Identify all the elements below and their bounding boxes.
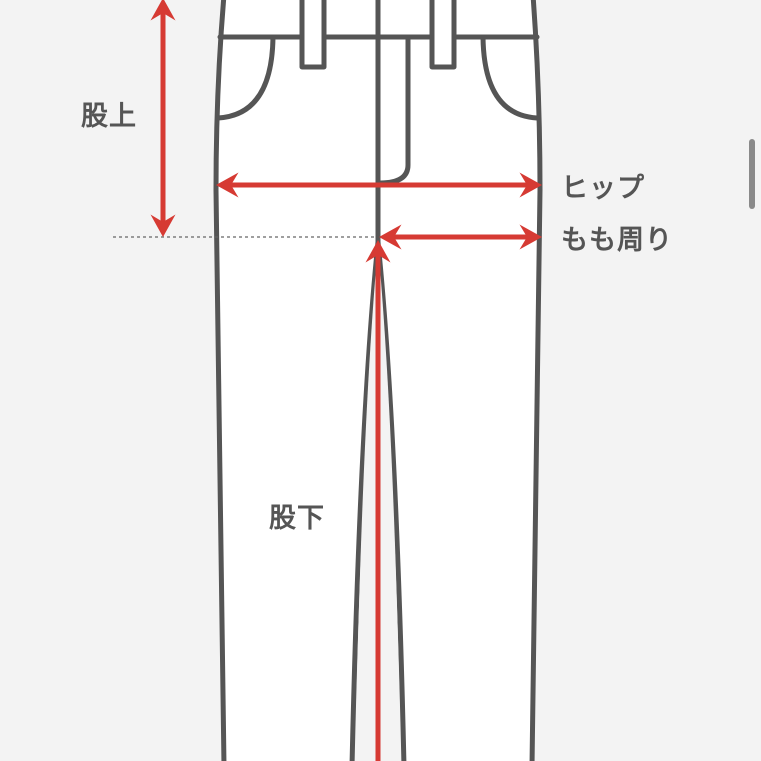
pocket-left — [215, 34, 276, 121]
inseam-label: 股下 — [269, 503, 325, 534]
hip-label: ヒップ — [561, 173, 645, 204]
measure-arrows — [150, 0, 542, 761]
thigh-label: もも周り — [561, 225, 673, 256]
scrollbar[interactable] — [749, 139, 755, 209]
rise-label: 股上 — [81, 101, 137, 132]
belt-loop-right — [429, 0, 457, 70]
pocket-right — [480, 34, 540, 121]
belt-loop-left — [299, 0, 327, 70]
